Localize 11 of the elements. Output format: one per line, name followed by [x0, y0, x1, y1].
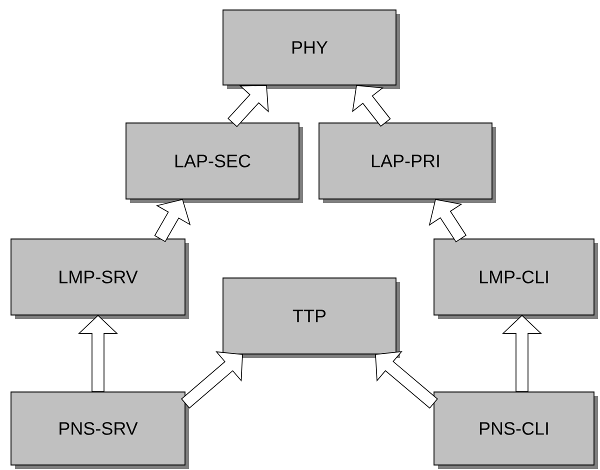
- process-box: PNS-CLI: [434, 392, 598, 469]
- process-box: PNS-SRV: [10, 392, 189, 469]
- process-box: PHY: [222, 10, 400, 89]
- process-box: LMP-SRV: [10, 238, 189, 319]
- process-box: TTP: [222, 278, 400, 358]
- process-box: LAP-SEC: [126, 122, 303, 203]
- hollow-arrow: [502, 314, 542, 392]
- hollow-arrow: [78, 314, 118, 392]
- process-box: LMP-CLI: [434, 238, 598, 319]
- process-box: LAP-PRI: [318, 122, 496, 203]
- hollow-arrow: [352, 85, 391, 127]
